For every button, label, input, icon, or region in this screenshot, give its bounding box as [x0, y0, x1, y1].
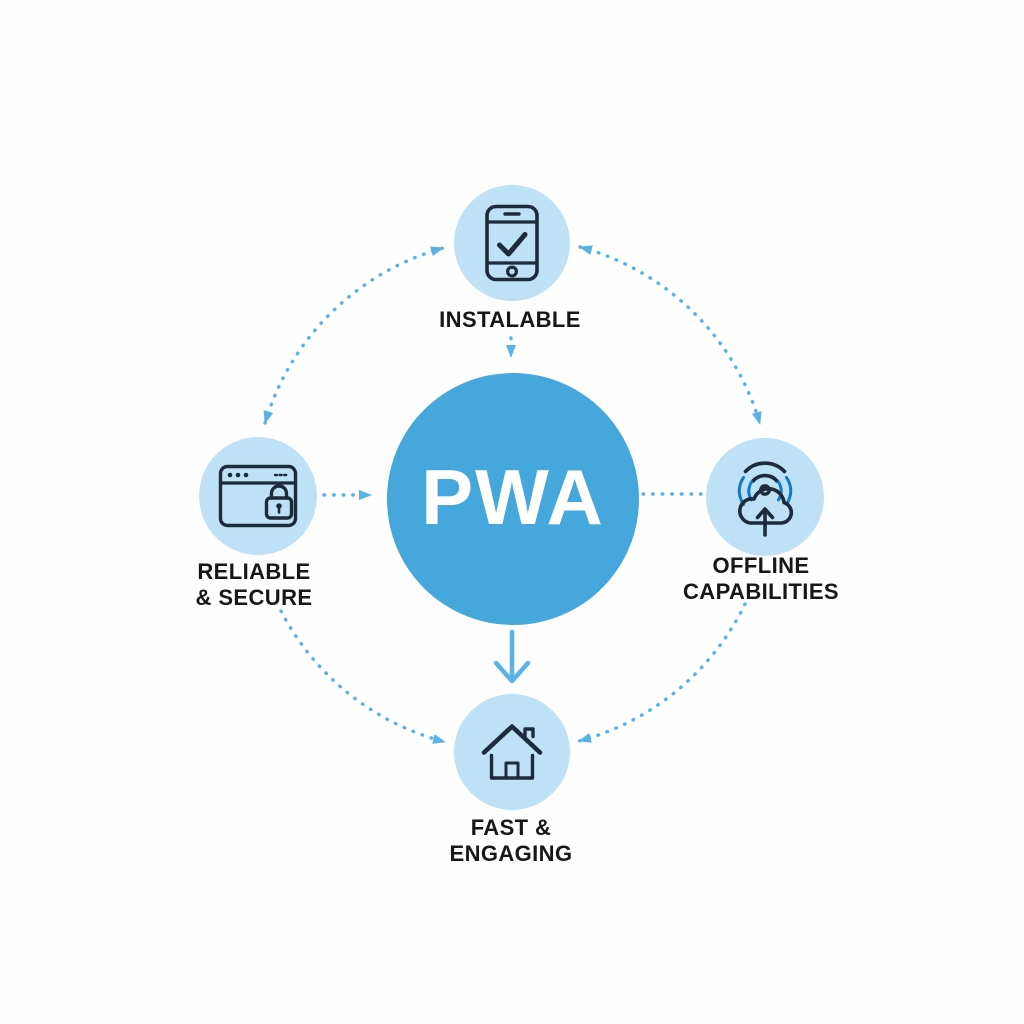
arrow-center-to-bottom [493, 629, 531, 684]
label-installable: INSTALABLE [439, 307, 581, 332]
node-reliable-secure [199, 437, 317, 555]
smartphone-check-icon [485, 204, 539, 282]
node-fast-engaging [454, 694, 570, 810]
wifi-cloud-upload-icon [737, 461, 794, 537]
browser-lock-icon [218, 464, 298, 528]
home-icon [481, 724, 543, 780]
label-offline-capabilities: OFFLINE CAPABILITIES [683, 553, 839, 604]
arc-bottom-right [577, 602, 747, 743]
pwa-center-circle: PWA [387, 373, 639, 625]
label-reliable-secure: RELIABLE & SECURE [195, 559, 313, 610]
pwa-label: PWA [421, 453, 605, 541]
arc-top-right [578, 245, 762, 426]
arc-top-left [263, 246, 445, 425]
node-offline-capabilities [706, 438, 824, 556]
label-fast-engaging: FAST & ENGAGING [449, 815, 573, 866]
node-installable [454, 185, 570, 301]
arc-bottom-left [279, 609, 447, 744]
